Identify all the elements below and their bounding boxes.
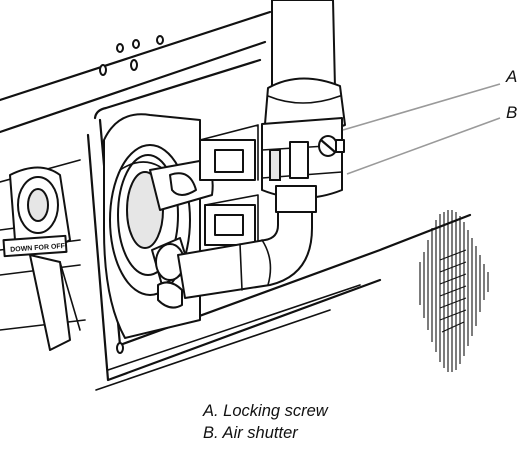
locking-screw [318,135,345,157]
chassis-plate [0,10,472,391]
burner-housing [103,113,201,339]
callout-a-label: A [506,67,518,86]
caption-locking-screw: A. Locking screw [203,402,328,420]
gas-tube [177,204,313,299]
gas-control-knob: DOWN FOR OFF [2,166,81,351]
callout-leaders [342,83,501,175]
flame-hatching [419,210,489,372]
valve-body [149,124,259,246]
caption-air-shutter: B. Air shutter [203,424,298,442]
callout-b-label: B [506,103,518,122]
control-label-text: DOWN FOR OFF [10,243,66,254]
burner-pipe [261,0,346,213]
